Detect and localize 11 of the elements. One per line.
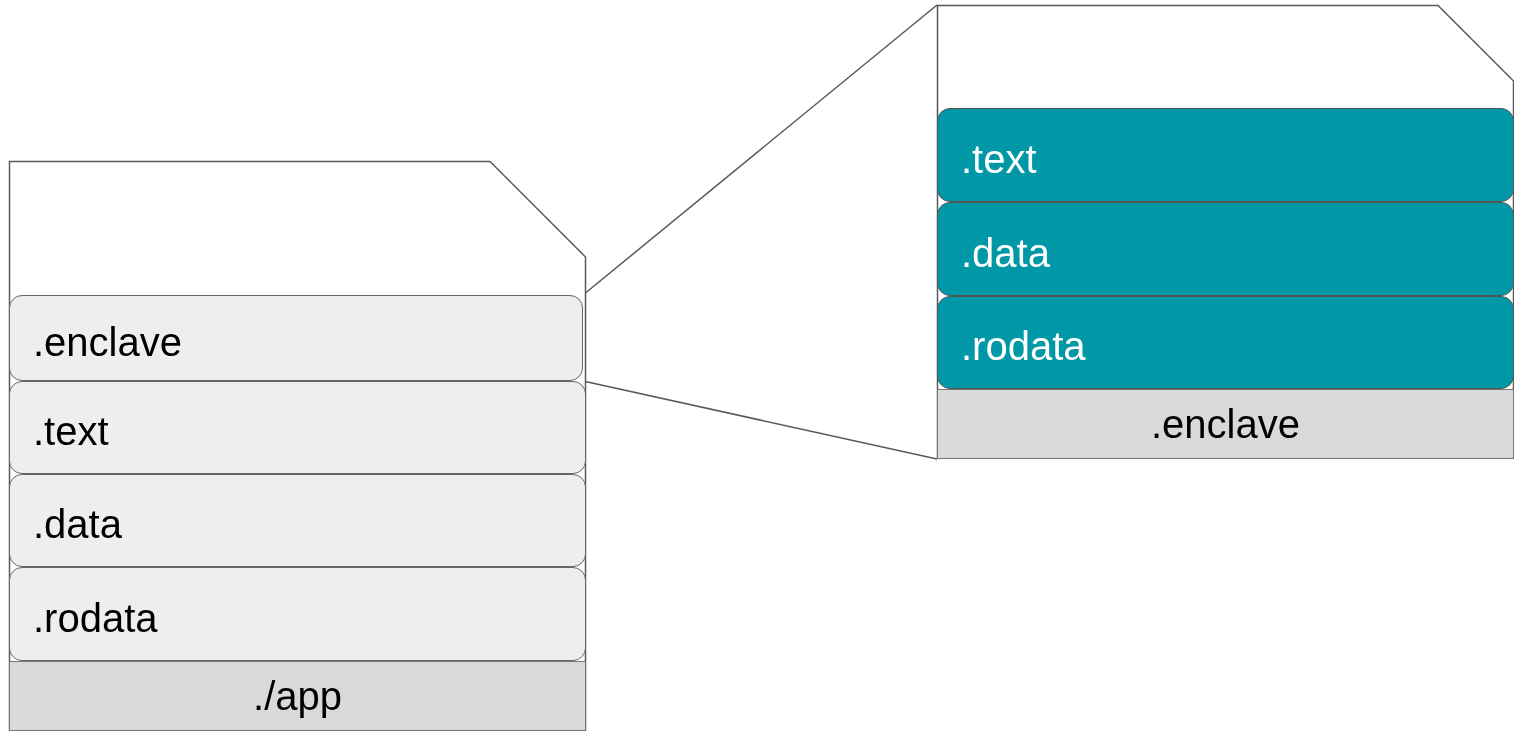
section-box: .rodata — [937, 296, 1514, 389]
section-box: .data — [9, 474, 586, 567]
section-box: .text — [9, 381, 586, 474]
file-shape — [9, 161, 586, 731]
file-label-bar: .enclave — [937, 389, 1514, 459]
section-box: .rodata — [9, 567, 586, 661]
section-box: .data — [937, 202, 1514, 296]
file-shape — [937, 5, 1514, 459]
section-box: .enclave — [9, 295, 583, 381]
file-label-bar: ./app — [9, 661, 586, 731]
section-box: .text — [937, 108, 1514, 202]
